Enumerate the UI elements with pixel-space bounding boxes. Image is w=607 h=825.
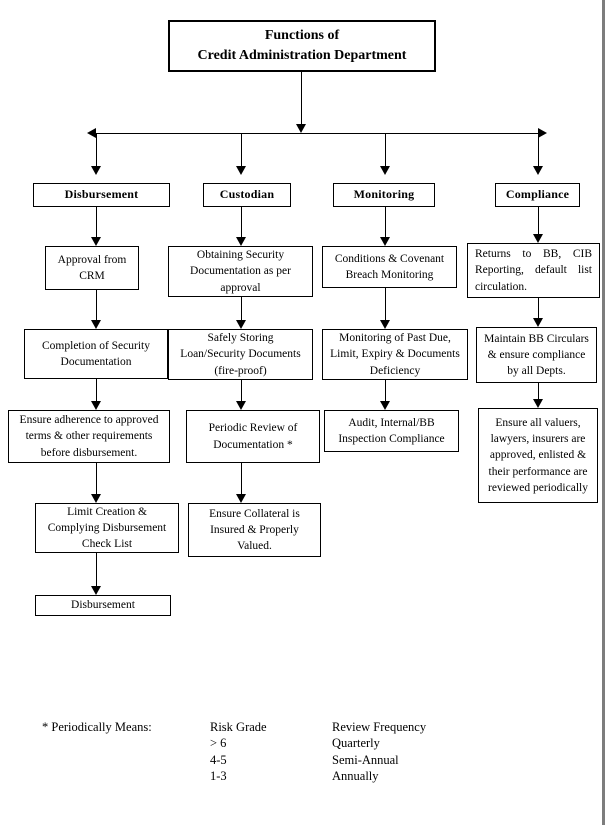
header-box-custodian: Custodian <box>203 183 291 207</box>
connector-line <box>96 463 97 494</box>
arrowhead-right <box>538 128 547 138</box>
box-ensure-valuers-approved: Ensure all valuers, lawyers, insurers ar… <box>478 408 598 503</box>
connector-drop-monitoring <box>385 133 386 166</box>
box-completion-security-documentation: Completion of Security Documentation <box>24 329 168 379</box>
connector-drop-compliance <box>538 133 539 166</box>
arrowhead-down <box>380 401 390 410</box>
header-box-compliance: Compliance <box>495 183 580 207</box>
connector-line <box>96 207 97 237</box>
box-text: Approval from CRM <box>57 253 127 282</box>
footnote-frequency-value: Semi-Annual <box>332 752 399 767</box>
arrowhead-down <box>236 494 246 503</box>
connector-line <box>538 298 539 318</box>
arrowhead-down <box>533 318 543 327</box>
connector-line <box>96 553 97 586</box>
footnote-risk-grade-column: Risk Grade > 6 4-5 1-3 <box>210 719 267 785</box>
header-label: Custodian <box>219 187 275 202</box>
arrowhead-down <box>236 320 246 329</box>
box-text: Ensure Collateral is Insured & Properly … <box>209 507 300 553</box>
connector-line <box>96 379 97 401</box>
connector-line <box>241 297 242 320</box>
box-disbursement-final: Disbursement <box>35 595 171 616</box>
arrowhead-down <box>533 234 543 243</box>
arrowhead-down <box>380 166 390 175</box>
box-audit-inspection-compliance: Audit, Internal/BB Inspection Compliance <box>324 410 459 452</box>
footnote-frequency-value: Annually <box>332 769 379 784</box>
box-monitoring-past-due: Monitoring of Past Due, Limit, Expiry & … <box>322 329 468 380</box>
footnote-grade-value: 1-3 <box>210 769 227 784</box>
arrowhead-down <box>380 320 390 329</box>
connector-line <box>385 288 386 320</box>
box-conditions-covenant-breach: Conditions & Covenant Breach Monitoring <box>322 246 457 288</box>
box-text: Limit Creation & Complying Disbursement … <box>47 505 167 551</box>
page-edge-line <box>602 0 605 825</box>
arrowhead-down <box>236 401 246 410</box>
title-line1: Functions of <box>264 28 340 44</box>
footnote-grade-value: 4-5 <box>210 752 227 767</box>
box-text: Maintain BB Circulars & ensure complianc… <box>484 332 589 378</box>
footnote-grade-value: > 6 <box>210 736 227 751</box>
footnote-review-frequency-column: Review Frequency Quarterly Semi-Annual A… <box>332 719 426 785</box>
connector-line <box>538 207 539 234</box>
box-limit-creation-checklist: Limit Creation & Complying Disbursement … <box>35 503 179 553</box>
box-text: Returns to BB, CIB Reporting, default li… <box>475 248 592 293</box>
connector-line <box>385 380 386 401</box>
box-returns-to-bb: Returns to BB, CIB Reporting, default li… <box>467 243 600 298</box>
box-periodic-review-documentation: Periodic Review of Documentation * <box>186 410 320 463</box>
box-approval-from-crm: Approval from CRM <box>45 246 139 290</box>
arrowhead-down <box>91 401 101 410</box>
box-text: Periodic Review of Documentation * <box>208 422 298 451</box>
connector-line <box>241 207 242 237</box>
title-text: Functions of Credit Administration Depar… <box>175 26 429 65</box>
connector-line <box>96 290 97 320</box>
box-text: Obtaining Security Documentation as per … <box>190 249 291 294</box>
connector-line <box>241 380 242 401</box>
arrowhead-down <box>236 166 246 175</box>
footnote-label: * Periodically Means: <box>42 720 152 734</box>
arrowhead-down <box>91 586 101 595</box>
arrowhead-down <box>236 237 246 246</box>
arrowhead-down <box>91 166 101 175</box>
title-box: Functions of Credit Administration Depar… <box>168 20 436 72</box>
connector-drop-disbursement <box>96 133 97 166</box>
box-text: Disbursement <box>71 599 135 612</box>
header-label: Compliance <box>505 187 570 202</box>
arrowhead-down <box>91 237 101 246</box>
header-label: Disbursement <box>64 187 139 202</box>
title-line2: Credit Administration Department <box>197 48 407 63</box>
box-text: Completion of Security Documentation <box>42 339 150 368</box>
box-text: Monitoring of Past Due, Limit, Expiry & … <box>330 332 460 377</box>
box-text: Conditions & Covenant Breach Monitoring <box>334 252 445 281</box>
arrowhead-down <box>533 399 543 408</box>
box-text: Ensure all valuers, lawyers, insurers ar… <box>488 416 588 494</box>
connector-drop-custodian <box>241 133 242 166</box>
connector-line <box>538 383 539 399</box>
header-box-disbursement: Disbursement <box>33 183 170 207</box>
arrowhead-down <box>91 320 101 329</box>
arrowhead-left <box>87 128 96 138</box>
box-ensure-collateral-insured: Ensure Collateral is Insured & Properly … <box>188 503 321 557</box>
footnote-review-frequency-header: Review Frequency <box>332 720 427 734</box>
box-text: Audit, Internal/BB Inspection Compliance <box>338 416 445 445</box>
connector-title-drop <box>301 72 302 124</box>
box-ensure-adherence: Ensure adherence to approved terms & oth… <box>8 410 170 463</box>
connector-main-horizontal <box>96 133 538 134</box>
arrowhead-down <box>296 124 306 133</box>
footnote-risk-grade-header: Risk Grade <box>210 720 267 734</box>
box-text: Safely Storing Loan/Security Documents (… <box>180 332 301 377</box>
box-safely-storing-documents: Safely Storing Loan/Security Documents (… <box>168 329 313 380</box>
arrowhead-down <box>91 494 101 503</box>
box-maintain-bb-circulars: Maintain BB Circulars & ensure complianc… <box>476 327 597 383</box>
header-box-monitoring: Monitoring <box>333 183 435 207</box>
header-label: Monitoring <box>353 187 415 202</box>
connector-line <box>385 207 386 237</box>
box-text: Ensure adherence to approved terms & oth… <box>19 414 159 459</box>
arrowhead-down <box>533 166 543 175</box>
footnote-frequency-value: Quarterly <box>332 736 380 751</box>
connector-line <box>241 463 242 494</box>
arrowhead-down <box>380 237 390 246</box>
box-obtaining-security-documentation: Obtaining Security Documentation as per … <box>168 246 313 297</box>
